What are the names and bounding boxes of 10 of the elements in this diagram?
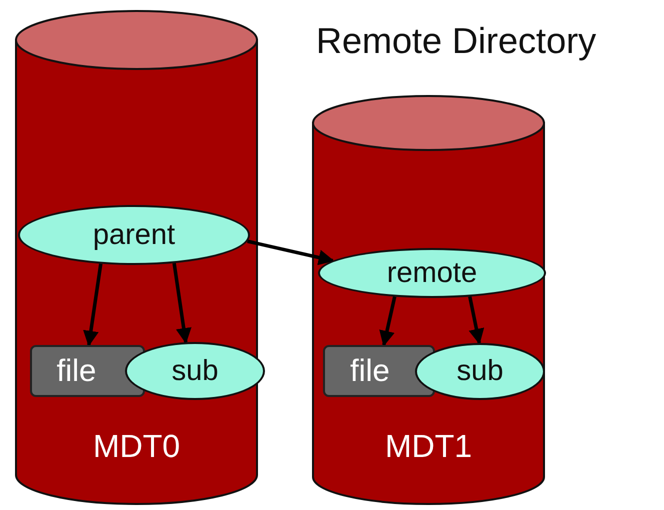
file-box: file <box>30 345 145 397</box>
arrow <box>247 240 334 266</box>
title: Remote Directory <box>316 20 596 62</box>
cylinder-label: MDT1 <box>384 428 474 465</box>
arrow <box>83 263 102 347</box>
cylinder-label: MDT0 <box>92 428 182 465</box>
file-box: file <box>323 345 435 397</box>
arrow <box>172 262 192 344</box>
arrow <box>379 296 396 347</box>
arrow <box>468 296 484 345</box>
